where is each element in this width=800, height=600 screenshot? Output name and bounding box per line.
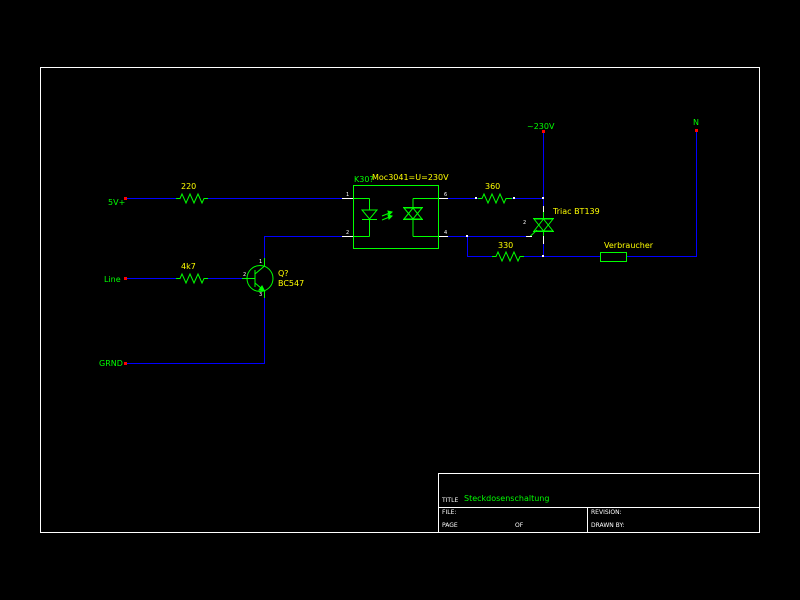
r4-value: 330 [498,241,513,250]
tb-title-value: Steckdosenschaltung [464,494,549,503]
net-dots [124,129,698,365]
triac-pin: 2 [523,220,526,226]
dot-gnd [124,362,127,365]
opto-pin-2: 2 [346,230,349,236]
resistor-r3-icon [478,192,512,205]
wires [126,130,697,364]
net-label-line: Line [104,275,121,284]
resistor-r1-icon [176,192,208,205]
q-pin-1: 1 [259,259,262,265]
tb-revision-caption: REVISION: [591,509,622,516]
dot-mains [542,130,545,133]
transistor-part: BC547 [278,279,304,288]
junction-dots [466,197,544,257]
dot-line [124,277,127,280]
r3-value: 360 [485,182,500,191]
dot-5v [124,197,127,200]
net-label-mains: ~230V [527,122,555,131]
r2-value: 4k7 [181,262,196,271]
r1-value: 220 [181,182,196,191]
tb-file-caption: FILE: [442,509,456,516]
load-icon [600,252,627,262]
drawing-border [40,67,760,533]
opto-ref: K30? [354,175,374,184]
tb-of-caption: OF [515,522,524,529]
net-label-5v: 5V+ [108,198,125,207]
tb-page-caption: PAGE [442,522,458,529]
optocoupler-icon [342,185,448,249]
title-block [438,473,760,533]
dot-n [695,129,698,132]
load-label: Verbraucher [604,241,654,250]
tb-drawn-by-caption: DRAWN BY: [591,522,624,529]
triac-label: Triac BT139 [552,207,600,216]
transistor-icon [242,258,274,298]
transistor-ref: Q? [278,269,289,278]
tb-title-caption: TITLE [441,497,458,504]
q-pin-2: 2 [243,272,246,278]
q-pin-3: 3 [259,292,262,298]
opto-pin-1: 1 [346,192,349,198]
triac-icon [526,206,555,244]
net-label-neutral: N [693,118,699,127]
net-label-gnd: GRND [99,359,123,368]
opto-pin-4: 4 [444,230,447,236]
resistor-r4-icon [492,250,524,263]
opto-part: Moc3041=U=230V [372,173,449,182]
resistor-r2-icon [176,272,208,285]
opto-pin-6: 6 [444,192,447,198]
